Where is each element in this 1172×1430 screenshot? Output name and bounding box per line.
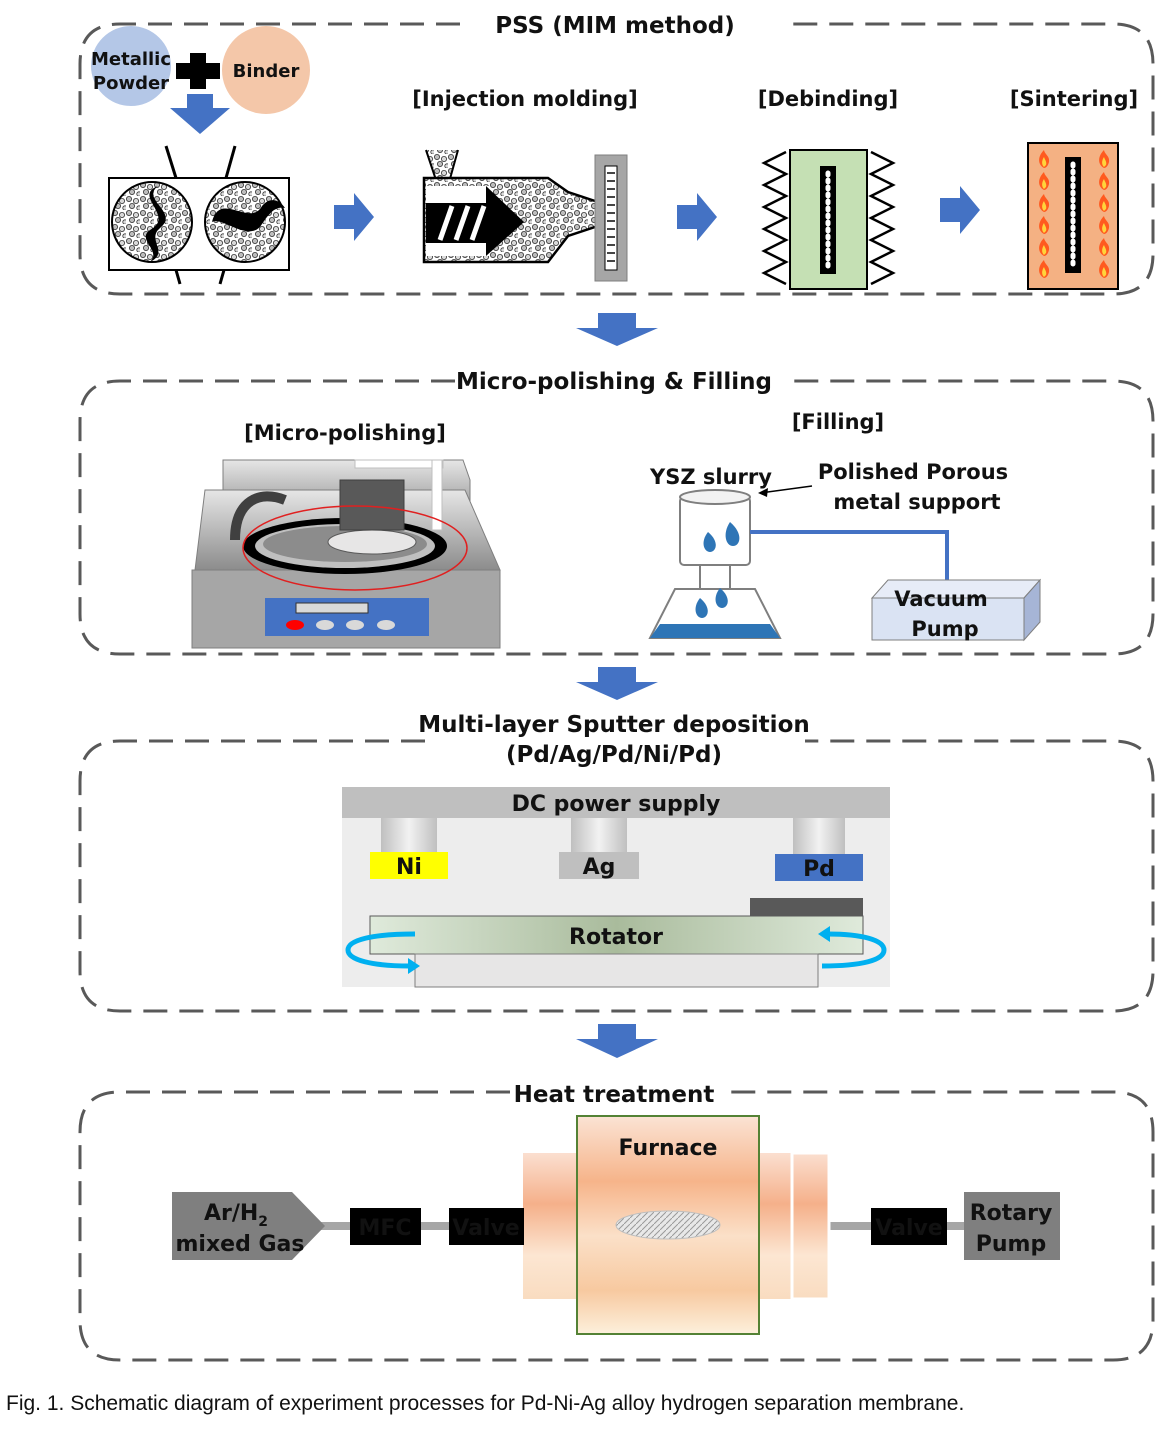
section-border xyxy=(78,22,1155,296)
vacuum-pump-label-2: Pump xyxy=(911,617,978,641)
membrane-sample xyxy=(615,1210,721,1240)
pointer-line xyxy=(759,485,813,494)
rotary-pump-box xyxy=(964,1192,1060,1260)
rotator-label: Rotator xyxy=(569,925,663,950)
section-subtitle: (Pd/Ag/Pd/Ni/Pd) xyxy=(506,742,722,768)
filtration-setup-icon xyxy=(648,489,1042,642)
dc-power-label: DC power supply xyxy=(512,792,721,817)
dc-power-bar xyxy=(342,787,890,818)
gas-source-arrow xyxy=(172,1192,325,1260)
target-ni-label: Ni xyxy=(396,855,422,880)
binder-label: Binder xyxy=(233,61,300,82)
arrow-down-icon xyxy=(576,1024,658,1058)
sintering-furnace-icon xyxy=(1027,142,1119,290)
gas-source-label-2: mixed Gas xyxy=(176,1232,305,1257)
metallic-powder-label-2: Powder xyxy=(93,73,169,94)
mfc-box xyxy=(350,1208,421,1245)
rotation-arrow-icon xyxy=(821,931,887,969)
mixer-icon xyxy=(108,145,290,285)
target-ag-label: Ag xyxy=(583,855,616,880)
debinding-furnace-icon xyxy=(761,149,896,290)
filling-label: [Filling] xyxy=(792,410,884,434)
support-label-2: metal support xyxy=(833,490,1000,514)
gas-source-label: Ar/H2 xyxy=(204,1201,268,1230)
support-label: Polished Porous xyxy=(818,460,1008,484)
arrow-down-icon xyxy=(576,313,658,346)
substrate xyxy=(750,898,863,916)
arrow-down-icon xyxy=(576,667,658,700)
gun-ni xyxy=(381,818,437,852)
gun-pd xyxy=(793,818,845,854)
arrow-right-icon xyxy=(334,193,374,241)
pointer-arrowhead xyxy=(758,488,768,497)
ysz-slurry-label: YSZ slurry xyxy=(649,465,772,489)
section-pss: PSS (MIM method) Metallic Powder Binder … xyxy=(78,13,1155,296)
rotary-pump-label-2: Pump xyxy=(976,1232,1046,1257)
section-border xyxy=(78,739,1155,1013)
rotary-pump-label: Rotary xyxy=(970,1201,1053,1226)
injection-molder-icon xyxy=(422,149,628,282)
polishing-machine-icon xyxy=(191,459,501,649)
debinding-label: [Debinding] xyxy=(758,87,898,111)
rotation-arrowhead-icon xyxy=(818,926,830,942)
arrow-down-icon xyxy=(170,94,230,134)
rotation-arrowhead-icon xyxy=(408,958,420,974)
gun-ag xyxy=(571,818,627,852)
metallic-powder-label: Metallic xyxy=(91,49,171,70)
mfc-label: MFC xyxy=(358,1216,411,1241)
section-sputter: Multi-layer Sputter deposition (Pd/Ag/Pd… xyxy=(78,712,1155,1013)
arrow-right-icon xyxy=(940,186,980,234)
section-title: Heat treatment xyxy=(514,1082,715,1108)
injection-molding-label: [Injection molding] xyxy=(412,87,638,111)
target-ag xyxy=(559,852,639,879)
rotator-base xyxy=(414,953,819,988)
section-title: Micro-polishing & Filling xyxy=(456,369,772,395)
process-diagram: PSS (MIM method) Metallic Powder Binder … xyxy=(78,13,1155,1362)
target-pd-label: Pd xyxy=(803,857,835,882)
sintering-label: [Sintering] xyxy=(1010,87,1138,111)
metallic-powder-circle xyxy=(91,26,171,106)
rotation-arrow-icon xyxy=(345,931,416,969)
section-title: Multi-layer Sputter deposition xyxy=(418,712,810,738)
section-heat: Heat treatment Furnace Ar/H2 mixed Gas M… xyxy=(78,1082,1155,1362)
vacuum-pump-label: Vacuum xyxy=(894,587,988,611)
valve-right-label: Valve xyxy=(875,1216,942,1241)
target-ni xyxy=(370,852,448,879)
section-polishing: Micro-polishing & Filling [Micro-polishi… xyxy=(78,369,1155,656)
furnace-label: Furnace xyxy=(619,1136,718,1161)
valve-right-box xyxy=(871,1208,947,1245)
micro-polishing-label: [Micro-polishing] xyxy=(244,421,446,445)
plus-icon xyxy=(176,53,220,89)
figure-caption: Fig. 1. Schematic diagram of experiment … xyxy=(6,1392,965,1415)
section-border xyxy=(78,1090,1155,1362)
target-pd xyxy=(775,854,863,881)
binder-circle xyxy=(222,26,310,114)
section-title: PSS (MIM method) xyxy=(495,13,735,39)
section-border xyxy=(78,379,1155,656)
furnace-end-cap xyxy=(790,1151,831,1301)
arrow-right-icon xyxy=(677,193,717,241)
valve-left-label: Valve xyxy=(452,1216,519,1241)
valve-left-box xyxy=(449,1208,524,1245)
